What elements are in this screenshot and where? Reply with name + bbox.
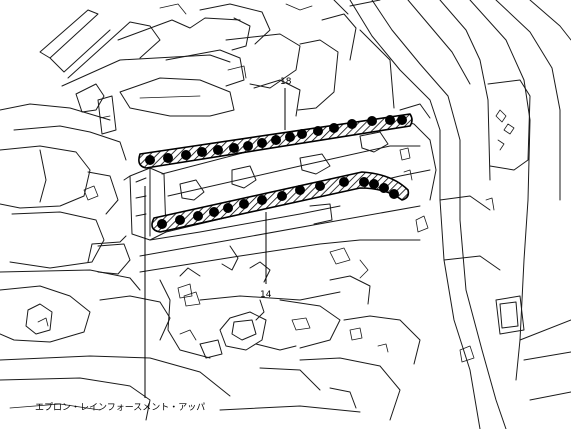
spot-weld-lower-7 <box>257 195 267 205</box>
spot-weld-upper-16 <box>385 115 395 125</box>
spot-weld-upper-15 <box>367 116 377 126</box>
spot-weld-lower-13 <box>369 179 379 189</box>
callout-14-label: 14 <box>260 290 272 300</box>
callout-18: 18 <box>280 77 292 130</box>
sealer-strip-lower <box>151 171 410 233</box>
spot-weld-upper-7 <box>243 141 253 151</box>
spot-weld-upper-8 <box>257 138 267 148</box>
spot-weld-upper-9 <box>271 135 281 145</box>
spot-weld-lower-15 <box>389 189 399 199</box>
spot-welds-lower <box>157 177 399 229</box>
spot-weld-upper-12 <box>313 126 323 136</box>
spot-welds-upper <box>145 115 407 165</box>
spot-weld-lower-4 <box>209 207 219 217</box>
spot-weld-upper-6 <box>229 143 239 153</box>
callout-18-label: 18 <box>280 77 292 87</box>
spot-weld-upper-17 <box>397 115 407 125</box>
spot-weld-upper-2 <box>163 153 173 163</box>
spot-weld-lower-2 <box>175 215 185 225</box>
spot-weld-upper-3 <box>181 150 191 160</box>
spot-weld-lower-12 <box>359 177 369 187</box>
spot-weld-lower-6 <box>239 199 249 209</box>
callout-14: 14 <box>260 212 272 300</box>
spot-weld-upper-13 <box>329 123 339 133</box>
spot-weld-upper-14 <box>347 119 357 129</box>
spot-weld-lower-14 <box>379 183 389 193</box>
spot-weld-lower-10 <box>315 181 325 191</box>
spot-weld-upper-11 <box>297 129 307 139</box>
spot-weld-lower-9 <box>295 185 305 195</box>
spot-weld-upper-5 <box>213 145 223 155</box>
spot-weld-upper-10 <box>285 132 295 142</box>
part-name-caption: エプロン・レインフォースメント・アッパ <box>35 402 205 413</box>
spot-weld-lower-11 <box>339 177 349 187</box>
spot-weld-lower-3 <box>193 211 203 221</box>
spot-weld-lower-8 <box>277 191 287 201</box>
spot-weld-upper-1 <box>145 155 155 165</box>
spot-weld-lower-1 <box>157 219 167 229</box>
spot-weld-upper-4 <box>197 147 207 157</box>
spot-weld-lower-5 <box>223 203 233 213</box>
caption-callout: エプロン・レインフォースメント・アッパ <box>35 186 205 413</box>
